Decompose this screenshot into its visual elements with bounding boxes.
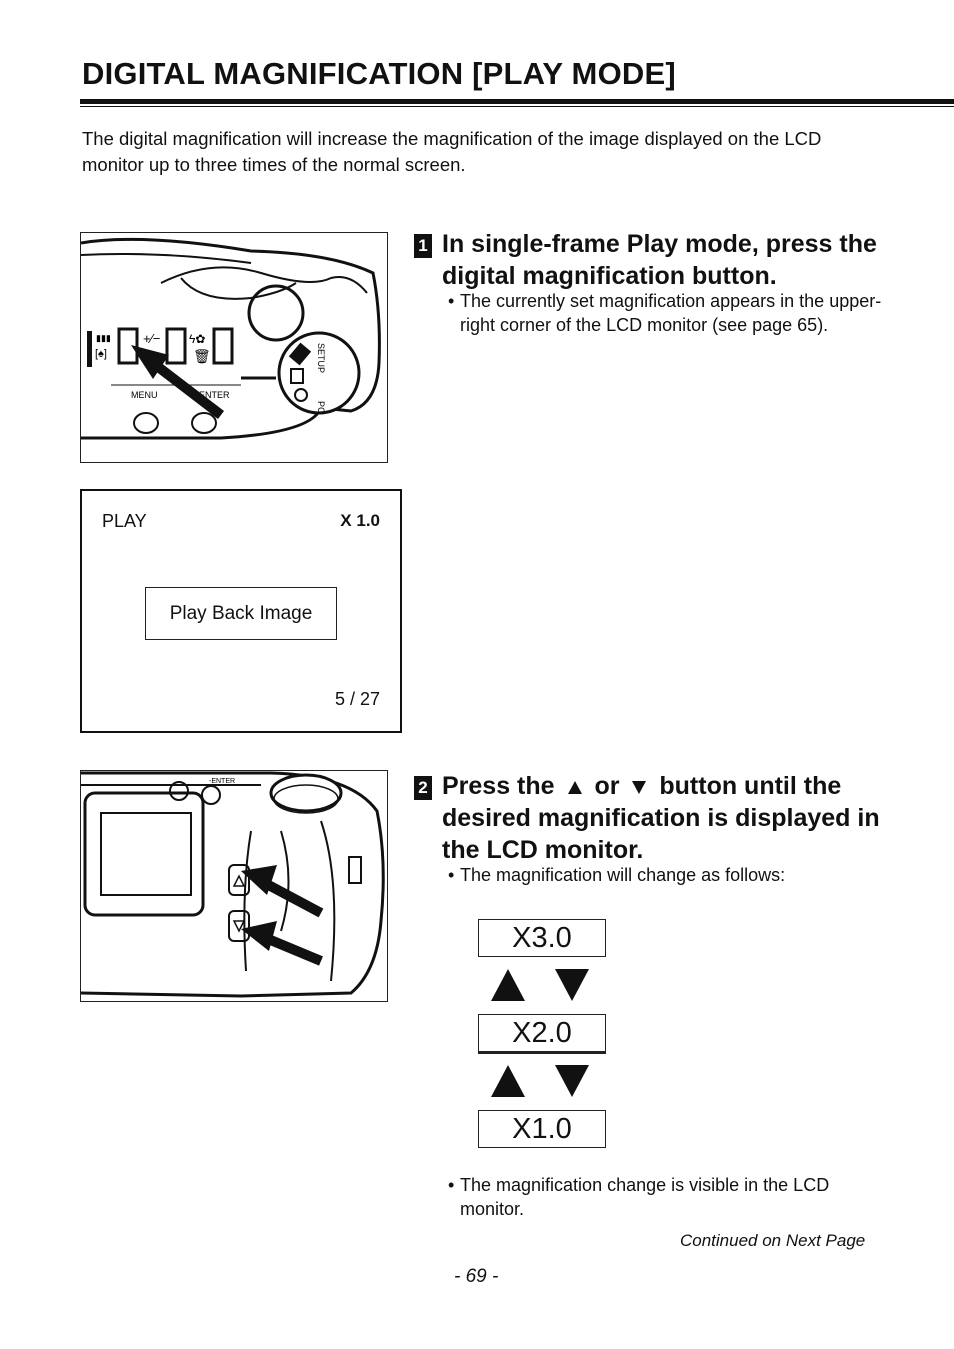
step-1-number: 1: [414, 234, 432, 258]
svg-text:+∕−: +∕−: [143, 331, 160, 346]
menu-label: MENU: [131, 390, 158, 400]
step-1-bullet: •The currently set magnification appears…: [448, 289, 888, 337]
step-1-bullet-text: The currently set magnification appears …: [460, 291, 882, 335]
svg-text:ϟ✿: ϟ✿: [189, 332, 205, 346]
camera-back-illustration: -ENTER: [80, 770, 388, 1002]
step-2-number: 2: [414, 776, 432, 800]
bullet-dot: •: [448, 1175, 455, 1195]
step-2-heading-part2: or: [594, 772, 620, 800]
enter-label-back: -ENTER: [209, 778, 235, 785]
step-2-bullet: •The magnification will change as follow…: [448, 863, 888, 887]
camera-top-illustration: ▮▮▮ [♠] +∕− ϟ✿ 🗑 SETUP PC MENU -ENTER: [80, 232, 388, 463]
magnification-x1: X1.0: [478, 1110, 606, 1148]
page-number: - 69 -: [454, 1266, 499, 1287]
setup-label: SETUP: [316, 343, 326, 373]
bullet-dot: •: [448, 291, 455, 311]
title-rule-thin: [80, 106, 954, 107]
camera-top-drawing: ▮▮▮ [♠] +∕− ϟ✿ 🗑 SETUP PC MENU -ENTER: [81, 237, 381, 440]
lcd-zoom-indicator: X 1.0: [340, 511, 380, 530]
up-arrow-icon: [491, 1065, 525, 1097]
svg-text:[♠]: [♠]: [95, 348, 107, 360]
enter-label: -ENTER: [196, 390, 230, 400]
continued-note: Continued on Next Page: [680, 1231, 866, 1250]
camera-back-drawing: -ENTER: [81, 771, 385, 998]
step-2-note-text: The magnification change is visible in t…: [460, 1175, 830, 1219]
down-arrow-icon: [555, 969, 589, 1001]
pc-label: PC: [316, 401, 326, 414]
bullet-dot: •: [448, 865, 455, 885]
step-1-heading: In single-frame Play mode, press the dig…: [442, 230, 877, 290]
up-arrow-icon: [491, 969, 525, 1001]
svg-text:🗑: 🗑: [193, 348, 211, 364]
step-2-heading-part1: Press the: [442, 772, 555, 800]
intro-paragraph: The digital magnification will increase …: [82, 128, 822, 175]
lcd-frame-counter: 5 / 27: [334, 689, 380, 709]
page-title: DIGITAL MAGNIFICATION [PLAY MODE]: [82, 56, 676, 91]
magnification-x3: X3.0: [478, 919, 606, 957]
step-2-bullet-text: The magnification will change as follows…: [460, 865, 786, 885]
playback-image-placeholder: Play Back Image: [145, 587, 337, 640]
title-rule-thick: [80, 99, 954, 104]
step-2-heading-part3: button until the desired magnification i…: [442, 772, 880, 864]
down-triangle-icon: [632, 780, 647, 794]
svg-text:▮▮▮: ▮▮▮: [96, 333, 111, 343]
up-triangle-icon: [567, 780, 582, 794]
down-arrow-icon: [555, 1065, 589, 1097]
step-2-note: •The magnification change is visible in …: [448, 1173, 868, 1221]
step-2-heading: Press the or button until the desired ma…: [442, 770, 892, 866]
lcd-monitor-display: PLAY X 1.0 Play Back Image 5 / 27: [80, 489, 402, 733]
magnification-x2: X2.0: [478, 1014, 606, 1054]
lcd-mode-label: PLAY: [102, 511, 147, 531]
